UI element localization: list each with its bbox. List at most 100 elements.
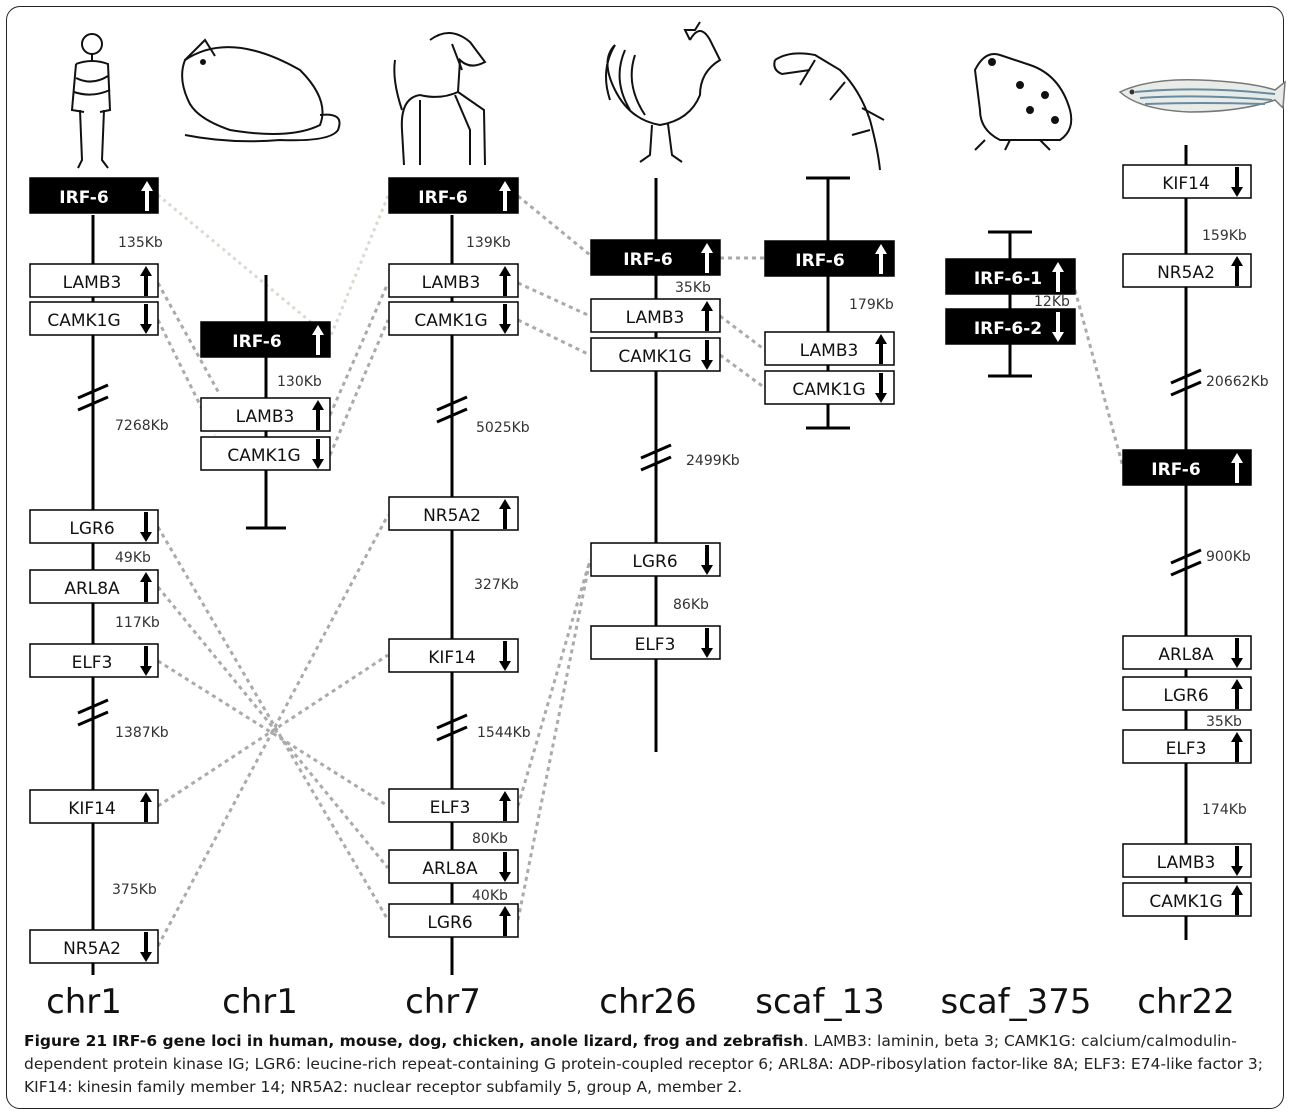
gene-irf6: IRF-6 — [590, 239, 721, 276]
svg-text:IRF-6-1: IRF-6-1 — [974, 269, 1042, 289]
chicken-illustration — [605, 21, 722, 163]
gene-lamb3: LAMB3 — [29, 263, 159, 298]
svg-text:CAMK1G: CAMK1G — [414, 311, 487, 331]
lizard-illustration — [773, 52, 885, 171]
gene-camk1g: CAMK1G — [29, 301, 159, 336]
svg-text:IRF-6-2: IRF-6-2 — [974, 319, 1042, 339]
gene-camk1g: CAMK1G — [1122, 882, 1252, 917]
svg-text:CAMK1G: CAMK1G — [792, 380, 865, 400]
gene-irf6-1: IRF-6-1 — [945, 258, 1076, 295]
svg-text:IRF-6: IRF-6 — [623, 250, 672, 270]
scale-break — [1170, 548, 1202, 577]
distance-label: 375Kb — [112, 882, 157, 898]
scale-break — [640, 443, 672, 472]
svg-text:LAMB3: LAMB3 — [1157, 853, 1216, 873]
gene-camk1g: CAMK1G — [200, 436, 331, 471]
gene-elf3: ELF3 — [590, 625, 721, 660]
distance-label: 117Kb — [115, 615, 160, 631]
svg-text:LAMB3: LAMB3 — [63, 273, 122, 293]
figure-caption: Figure 21 IRF-6 gene loci in human, mous… — [24, 1030, 1274, 1099]
svg-text:LAMB3: LAMB3 — [236, 407, 295, 427]
gene-camk1g: CAMK1G — [590, 337, 721, 372]
gene-kif14: KIF14 — [29, 789, 159, 824]
svg-text:ELF3: ELF3 — [72, 653, 113, 673]
svg-text:IRF-6: IRF-6 — [795, 251, 844, 271]
distance-label: 20662Kb — [1206, 374, 1269, 390]
svg-text:LGR6: LGR6 — [1163, 686, 1208, 706]
svg-text:IRF-6: IRF-6 — [232, 332, 281, 352]
chromosome-label: chr1 — [222, 982, 298, 1022]
distance-label: 35Kb — [1206, 714, 1242, 730]
svg-text:LGR6: LGR6 — [427, 913, 472, 933]
frog-illustration — [973, 53, 1073, 151]
gene-nr5a2: NR5A2 — [29, 929, 159, 964]
gene-loci-diagram: IRF-6 135Kb LAMB3 CAMK1G 7268Kb LGR6 49K… — [29, 21, 1286, 1022]
frog-locus: IRF-6-1 12Kb IRF-6-2 scaf_375 — [940, 230, 1092, 1022]
gene-elf3: ELF3 — [388, 788, 519, 823]
svg-text:NR5A2: NR5A2 — [63, 939, 121, 959]
chicken-locus: IRF-6 35Kb LAMB3 CAMK1G 2499Kb LGR6 86Kb… — [590, 178, 740, 1022]
svg-text:ELF3: ELF3 — [635, 635, 676, 655]
distance-label: 159Kb — [1202, 228, 1247, 244]
mouse-locus: IRF-6 130Kb LAMB3 CAMK1G chr1 — [200, 275, 331, 1022]
gene-lamb3: LAMB3 — [200, 397, 331, 432]
gene-irf6: IRF-6 — [29, 177, 159, 214]
gene-irf6: IRF-6 — [200, 321, 331, 358]
caption-text: . LAMB3: laminin, beta 3; CAMK1G: calciu… — [24, 1032, 1263, 1096]
distance-label: 135Kb — [118, 235, 163, 251]
gene-nr5a2: NR5A2 — [1122, 253, 1252, 288]
distance-label: 40Kb — [472, 888, 508, 904]
caption-title: IRF-6 gene loci in human, mouse, dog, ch… — [112, 1032, 804, 1050]
chromosome-label: scaf_13 — [755, 982, 884, 1022]
svg-text:KIF14: KIF14 — [68, 799, 116, 819]
human-illustration — [70, 33, 112, 169]
distance-label: 7268Kb — [115, 418, 169, 434]
distance-label: 327Kb — [474, 577, 519, 593]
gene-lamb3: LAMB3 — [1122, 843, 1252, 878]
scale-break — [436, 395, 468, 424]
gene-arl8a: ARL8A — [1122, 635, 1252, 670]
distance-label: 174Kb — [1202, 802, 1247, 818]
svg-text:LAMB3: LAMB3 — [800, 341, 859, 361]
distance-label: 49Kb — [115, 550, 151, 566]
gene-kif14: KIF14 — [1122, 164, 1252, 199]
gene-lgr6: LGR6 — [1122, 676, 1252, 711]
figure-frame — [6, 6, 1284, 1109]
zebrafish-illustration — [1118, 79, 1286, 113]
gene-lgr6: LGR6 — [388, 903, 519, 938]
svg-text:LGR6: LGR6 — [632, 552, 677, 572]
svg-text:KIF14: KIF14 — [1162, 174, 1210, 194]
chromosome-label: chr1 — [46, 982, 122, 1022]
svg-text:ARL8A: ARL8A — [64, 579, 120, 599]
svg-text:LAMB3: LAMB3 — [626, 308, 685, 328]
gene-arl8a: ARL8A — [388, 849, 519, 884]
distance-label: 130Kb — [277, 374, 322, 390]
human-locus: IRF-6 135Kb LAMB3 CAMK1G 7268Kb LGR6 49K… — [29, 177, 169, 1022]
synteny-connectors — [156, 193, 1125, 947]
gene-lamb3: LAMB3 — [590, 298, 721, 333]
svg-text:CAMK1G: CAMK1G — [47, 311, 120, 331]
gene-camk1g: CAMK1G — [764, 370, 895, 405]
scale-break — [77, 698, 109, 727]
gene-irf6: IRF-6 — [764, 240, 895, 277]
svg-text:IRF-6: IRF-6 — [59, 188, 108, 208]
distance-label: 80Kb — [472, 831, 508, 847]
gene-irf6: IRF-6 — [1122, 449, 1252, 486]
scale-break — [1170, 368, 1202, 397]
gene-arl8a: ARL8A — [29, 569, 159, 604]
gene-lamb3: LAMB3 — [764, 331, 895, 366]
svg-text:LAMB3: LAMB3 — [422, 273, 481, 293]
svg-text:CAMK1G: CAMK1G — [1149, 892, 1222, 912]
zebrafish-locus: KIF14 159Kb NR5A2 20662Kb IRF-6 900Kb AR… — [1122, 145, 1269, 1022]
svg-text:KIF14: KIF14 — [428, 648, 476, 668]
gene-lgr6: LGR6 — [29, 509, 159, 544]
svg-text:CAMK1G: CAMK1G — [618, 347, 691, 367]
distance-label: 139Kb — [466, 235, 511, 251]
scale-break — [436, 713, 468, 742]
distance-label: 5025Kb — [476, 420, 530, 436]
chromosome-label: scaf_375 — [940, 982, 1091, 1022]
scale-break — [77, 383, 109, 412]
svg-text:LGR6: LGR6 — [69, 519, 114, 539]
distance-label: 35Kb — [675, 280, 711, 296]
svg-text:NR5A2: NR5A2 — [1157, 263, 1215, 283]
